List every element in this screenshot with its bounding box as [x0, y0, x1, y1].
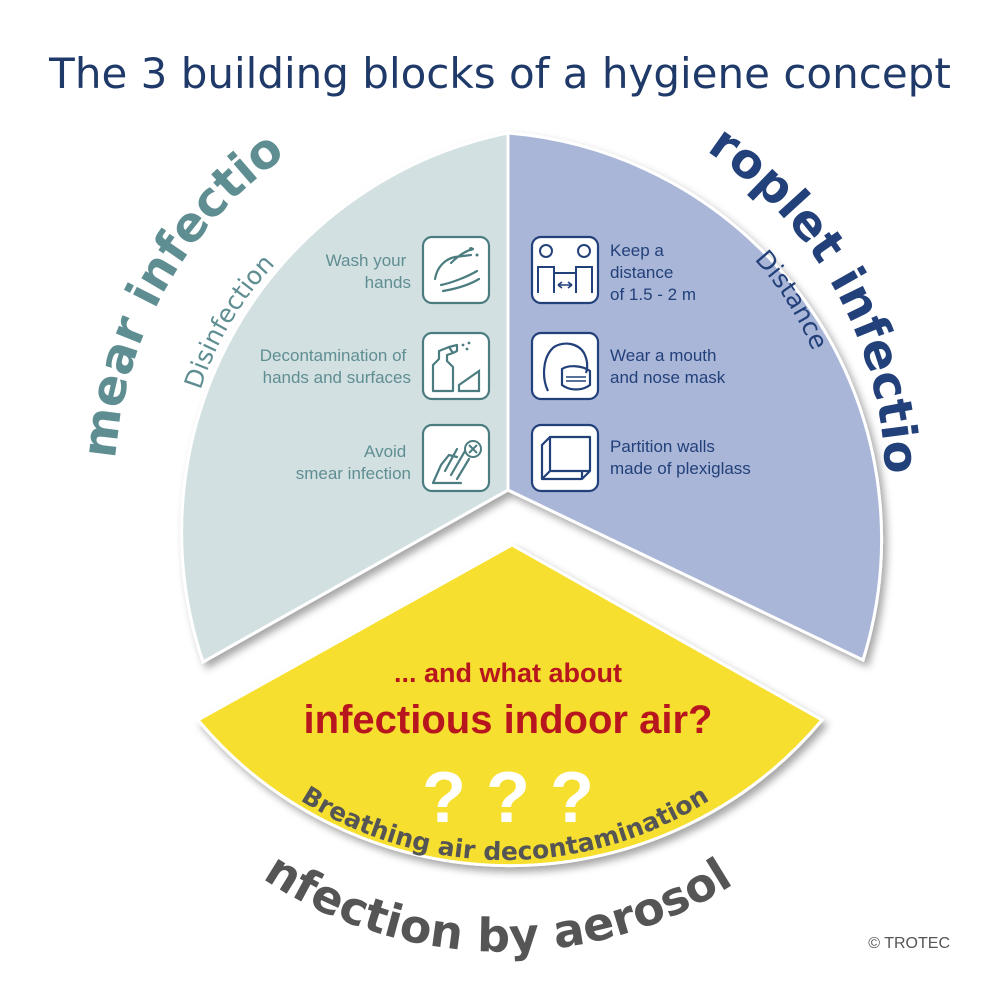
svg-text:Partition walls made o: Partition walls made of plexiglass [610, 437, 751, 478]
question-marks: ? ? ? [422, 758, 594, 838]
droplet-item: Keep a distance of 1.5 - 2 m [530, 235, 696, 305]
item-line: of 1.5 - 2 m [610, 285, 696, 304]
svg-text:Decontamination of han: Decontamination of hands and surfaces [260, 346, 411, 387]
item-line: and nose mask [610, 368, 726, 387]
svg-text:Wear a mouth and nose: Wear a mouth and nose mask [610, 346, 726, 387]
item-line: Decontamination of [260, 346, 407, 365]
question-line-2: infectious indoor air? [304, 698, 713, 742]
smear-item: Wash your hands [326, 235, 491, 305]
item-line: Wash your [326, 251, 407, 270]
item-line: distance [610, 263, 673, 282]
item-line: hands and surfaces [263, 368, 411, 387]
svg-text:Avoid smear infection: Avoid smear infection [296, 442, 411, 483]
wash-hands-icon [421, 235, 491, 305]
item-line: Wear a mouth [610, 346, 716, 365]
aerosol-segment [195, 543, 825, 868]
smear-item: Decontamination of hands and surfaces [260, 331, 491, 401]
copyright: © TROTEC [868, 935, 950, 952]
no-touch-icon [421, 423, 491, 493]
item-line: smear infection [296, 464, 411, 483]
spray-bottle-icon [421, 331, 491, 401]
svg-text:Wash your hands: Wash your hands [326, 251, 411, 292]
svg-text:Keep a distance: Keep a distance of 1.5 - 2 m [610, 241, 696, 304]
item-line: hands [365, 273, 411, 292]
page-title: The 3 building blocks of a hygiene conce… [48, 49, 951, 98]
distance-icon [530, 235, 600, 305]
face-mask-icon [530, 331, 600, 401]
item-line: Partition walls [610, 437, 715, 456]
question-line-1: ... and what about [394, 658, 622, 688]
droplet-segment [506, 131, 883, 663]
partition-wall-icon [530, 423, 600, 493]
smear-item: Avoid smear infection [296, 423, 491, 493]
droplet-item: Partition walls made of plexiglass [530, 423, 751, 493]
item-line: Avoid [364, 442, 406, 461]
item-line: made of plexiglass [610, 459, 751, 478]
droplet-item: Wear a mouth and nose mask [530, 331, 726, 401]
item-line: Keep a [610, 241, 664, 260]
